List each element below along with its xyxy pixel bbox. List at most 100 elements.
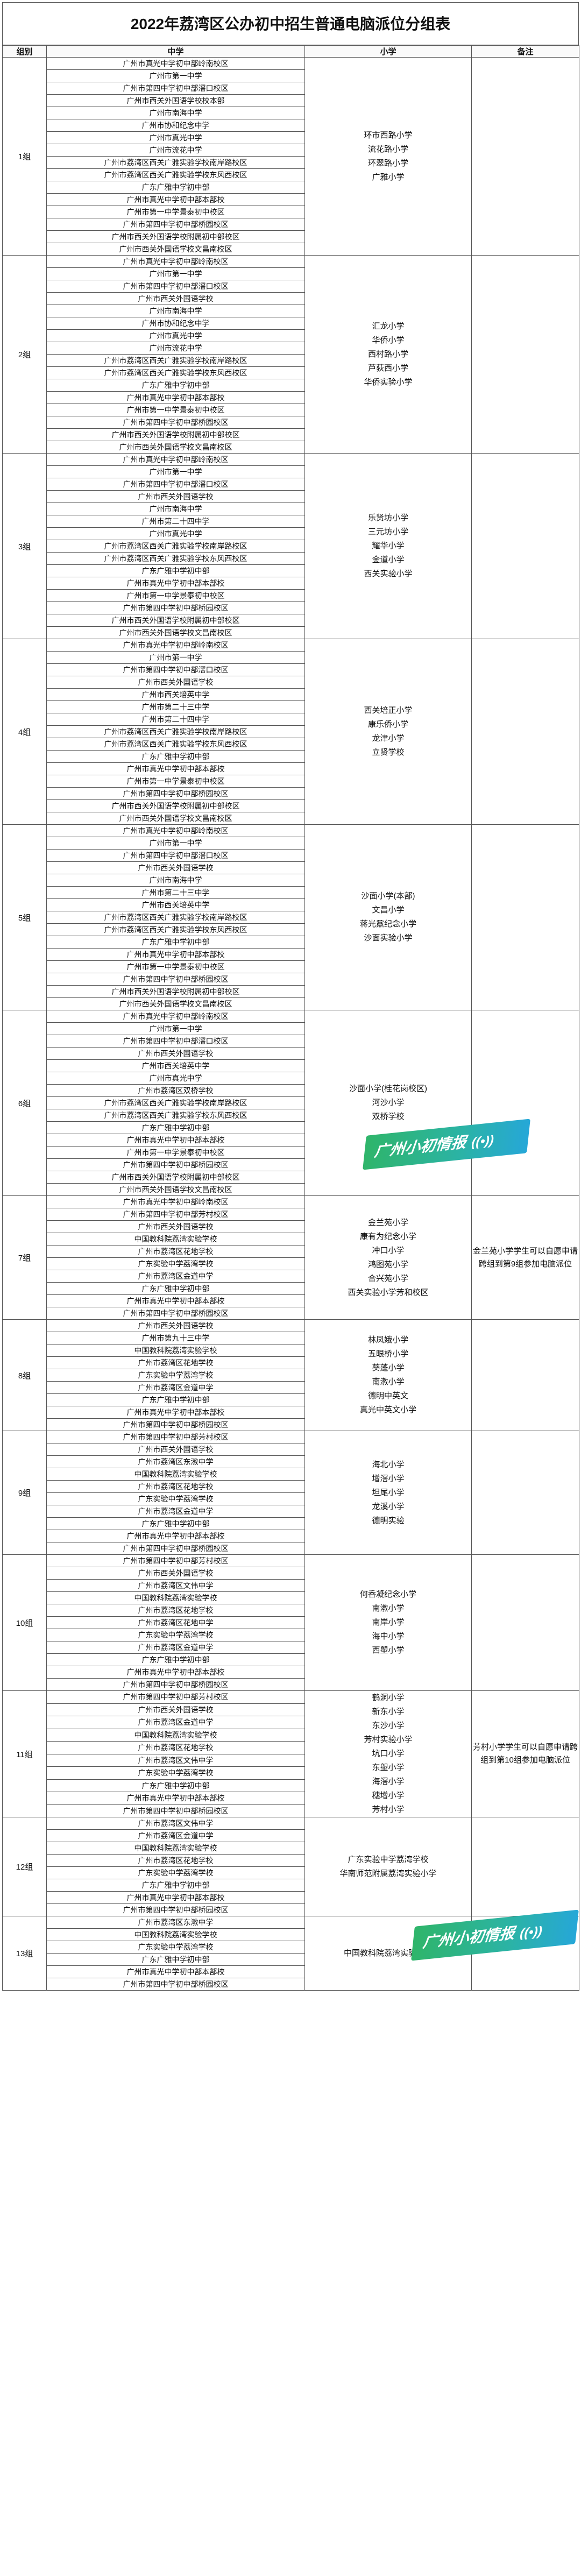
primary-school-name: 芳村实验小学 <box>364 1735 413 1744</box>
primary-school-name: 立贤学校 <box>372 748 405 757</box>
table-row: 广州市第四中学初中部桥园校区 <box>3 1542 579 1555</box>
middle-school-cell: 广州市荔湾区西关广雅实验学校南岸路校区 <box>46 1096 305 1109</box>
table-row: 广州市第四中学初中部桥园校区 <box>3 973 579 986</box>
table-row: 广州市第一中学 <box>3 837 579 850</box>
table-row: 广州市荔湾区西关广雅实验学校东风西校区 <box>3 168 579 181</box>
table-row: 广州市第四中学初中部滘口校区 <box>3 82 579 95</box>
middle-school-cell: 广东实验中学荔湾学校 <box>46 1369 305 1382</box>
table-row: 8组广州市西关外国语学校林凤娥小学五眼桥小学葵蓬小学南漖小学德明中英文真光中英文… <box>2 1319 579 1431</box>
middle-school-cell: 广州市第四中学初中部滘口校区 <box>46 849 305 862</box>
middle-school-cell: 广州市真光中学初中部本部校 <box>46 577 305 590</box>
primary-school-cell: 西关培正小学康乐侨小学龙津小学立贤学校 <box>304 639 472 825</box>
table-row: 广东广雅中学初中部 <box>3 1282 579 1295</box>
table-row: 广东实验中学荔湾学校 <box>3 1369 579 1382</box>
middle-school-cell: 广州市第一中学 <box>46 1022 305 1035</box>
group-label: 1组 <box>2 57 47 256</box>
primary-school-name: 环市西路小学 <box>364 130 413 140</box>
middle-school-cell: 广州市真光中学初中部本部校 <box>46 1891 305 1904</box>
middle-school-cell: 广州市真光中学初中部本部校 <box>46 762 305 775</box>
middle-school-cell: 广州市第二十四中学 <box>46 515 305 528</box>
primary-school-name: 沙面实验小学 <box>364 933 413 943</box>
middle-school-cell: 广州市真光中学初中部本部校 <box>46 1792 305 1805</box>
table-row: 广州市第二十三中学 <box>3 886 579 899</box>
primary-school-name: 海滘小学 <box>372 1777 405 1786</box>
middle-school-cell: 广州市荔湾区双桥学校 <box>46 1084 305 1097</box>
middle-school-cell: 广州市荔湾区金道中学 <box>46 1829 305 1842</box>
middle-school-cell: 广州市第四中学初中部芳村校区 <box>46 1690 305 1704</box>
table-row: 中国教科院荔湾实验学校 <box>3 1728 579 1742</box>
table-row: 广州市荔湾区花地学校 <box>3 1356 579 1369</box>
middle-school-cell: 广州市第一中学 <box>46 267 305 280</box>
middle-school-cell: 广州市西关外国语学校 <box>46 1319 305 1332</box>
primary-school-name: 汇龙小学 <box>372 321 405 331</box>
middle-school-cell: 广州市第四中学初中部滘口校区 <box>46 280 305 293</box>
table-row: 广州市第四中学初中部桥园校区 <box>3 416 579 429</box>
table-row: 1组广州市真光中学初中部岭南校区环市西路小学流花路小学环翠路小学广雅小学 <box>2 57 579 256</box>
middle-school-cell: 广东广雅中学初中部 <box>46 1393 305 1406</box>
note-cell <box>471 1817 579 1916</box>
middle-school-cell: 广东实验中学荔湾学校 <box>46 1941 305 1954</box>
middle-school-cell: 广州市荔湾区金道中学 <box>46 1505 305 1518</box>
middle-school-cell: 广州市第四中学初中部滘口校区 <box>46 82 305 95</box>
middle-school-cell: 广州市荔湾区金道中学 <box>46 1270 305 1283</box>
middle-school-cell: 广州市荔湾区西关广雅实验学校南岸路校区 <box>46 725 305 738</box>
primary-school-cell: 鹤洞小学新东小学东沙小学芳村实验小学坑口小学东塱小学海滘小学穗增小学芳村小学 <box>304 1690 472 1817</box>
middle-school-cell: 广州市荔湾区金道中学 <box>46 1716 305 1729</box>
primary-school-cell: 海北小学增滘小学坦尾小学龙溪小学德明实验 <box>304 1431 472 1555</box>
middle-school-cell: 广东实验中学荔湾学校 <box>46 1866 305 1879</box>
table-row: 广州市西关外国语学校文昌南校区 <box>3 1183 579 1196</box>
primary-school-name: 芳村小学 <box>372 1805 405 1814</box>
primary-school-name: 广雅小学 <box>372 172 405 182</box>
middle-school-cell: 广州市第二十三中学 <box>46 886 305 899</box>
primary-school-name: 河沙小学 <box>372 1098 405 1107</box>
primary-school-name: 新东小学 <box>372 1707 405 1716</box>
middle-school-cell: 广州市荔湾区西关广雅实验学校南岸路校区 <box>46 911 305 924</box>
middle-school-cell: 广州市西关培英中学 <box>46 1059 305 1072</box>
middle-school-cell: 广东实验中学荔湾学校 <box>46 1257 305 1270</box>
middle-school-cell: 中国教科院荔湾实验学校 <box>46 1468 305 1481</box>
table-row: 广州市第四中学初中部桥园校区 <box>3 218 579 231</box>
table-row: 3组广州市真光中学初中部岭南校区乐贤坊小学三元坊小学耀华小学金道小学西关实验小学 <box>2 453 579 639</box>
middle-school-cell: 广州市荔湾区西关广雅实验学校东风西校区 <box>46 923 305 936</box>
table-row: 12组广州市荔湾区文伟中学广东实验中学荔湾学校华南师范附属荔湾实验小学 <box>2 1817 579 1916</box>
middle-school-cell: 广州市真光中学 <box>46 1072 305 1085</box>
middle-school-cell: 广州市第四中学初中部芳村校区 <box>46 1554 305 1567</box>
primary-school-cell: 金兰苑小学康有为纪念小学冲口小学鸿图苑小学合兴苑小学西关实验小学芳和校区 <box>304 1195 472 1320</box>
middle-school-cell: 广州市荔湾区西关广雅实验学校东风西校区 <box>46 738 305 751</box>
table-row: 广州市真光中学初中部本部校 <box>3 1530 579 1542</box>
middle-school-cell: 广州市真光中学初中部本部校 <box>46 391 305 404</box>
table-row: 广州市西关外国语学校附属初中部校区 <box>3 985 579 998</box>
table-row: 广东实验中学荔湾学校 <box>3 1866 579 1879</box>
table-row: 中国教科院荔湾实验学校 <box>3 1842 579 1855</box>
note-cell <box>471 1010 579 1196</box>
table-row: 广东广雅中学初中部 <box>3 936 579 949</box>
middle-school-cell: 广州市荔湾区西关广雅实验学校东风西校区 <box>46 366 305 379</box>
table-row: 广州市荔湾区双桥学校 <box>3 1084 579 1097</box>
group-label: 2组 <box>2 255 47 454</box>
primary-school-name: 南岸小学 <box>372 1618 405 1627</box>
primary-school-name: 真光中英文小学 <box>359 1405 416 1414</box>
primary-school-name: 东塱小学 <box>372 1763 405 1772</box>
middle-school-cell: 广东广雅中学初中部 <box>46 1282 305 1295</box>
middle-school-cell: 广东广雅中学初中部 <box>46 1879 305 1892</box>
middle-school-cell: 广州市第四中学初中部芳村校区 <box>46 1208 305 1221</box>
middle-school-cell: 广州市流花中学 <box>46 342 305 355</box>
table-row: 广州市荔湾区西关广雅实验学校南岸路校区 <box>3 911 579 924</box>
table-row: 10组广州市第四中学初中部芳村校区何香凝纪念小学南漖小学南岸小学海中小学西塱小学 <box>2 1554 579 1691</box>
primary-school-name: 双桥学校 <box>372 1112 405 1121</box>
middle-school-cell: 广州市第一中学景泰初中校区 <box>46 775 305 788</box>
middle-school-cell: 广州市真光中学初中部岭南校区 <box>46 1195 305 1208</box>
middle-school-cell: 广州市真光中学初中部岭南校区 <box>46 1010 305 1023</box>
middle-school-cell: 中国教科院荔湾实验学校 <box>46 1591 305 1604</box>
middle-school-cell: 广州市第四中学初中部桥园校区 <box>46 601 305 614</box>
group-label: 13组 <box>2 1916 47 1991</box>
middle-school-cell: 广州市荔湾区东漖中学 <box>46 1916 305 1929</box>
table-row: 广州市荔湾区金道中学 <box>3 1270 579 1283</box>
table-row: 广州市协和纪念中学 <box>3 317 579 330</box>
table-row: 广州市真光中学初中部本部校 <box>3 391 579 404</box>
middle-school-cell: 广州市第四中学初中部桥园校区 <box>46 1804 305 1817</box>
header-middle-school: 中学 <box>46 45 305 58</box>
table-row: 广州市第四中学初中部桥园校区 <box>3 1978 579 1991</box>
middle-school-cell: 中国教科院荔湾实验学校 <box>46 1728 305 1742</box>
allocation-table: 组别 中学 小学 备注 1组广州市真光中学初中部岭南校区环市西路小学流花路小学环… <box>2 45 579 1991</box>
